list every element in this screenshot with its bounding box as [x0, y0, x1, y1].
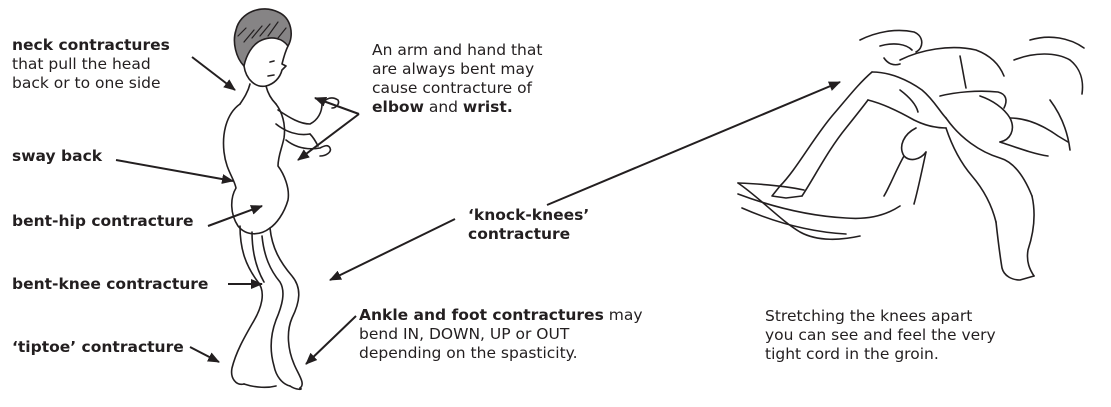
arrow-knock-knees-to-stretch [547, 82, 840, 205]
neck-contractures-label: neck contractures that pull the head bac… [12, 36, 170, 93]
arrow-neck [192, 57, 235, 90]
ankle-foot-text: Ankle and foot contractures may bend IN,… [359, 306, 643, 363]
bent-knee-label: bent-knee contracture [12, 275, 208, 294]
arrow-knock-knees-to-child [330, 219, 455, 280]
wrist-label: wrist. [463, 98, 513, 116]
knock-knees-label: ‘knock-knees’ contracture [468, 206, 589, 244]
arrow-ankle [306, 316, 356, 364]
stretching-caption: Stretching the knees apart you can see a… [765, 307, 996, 364]
arm-contracture-text: An arm and hand that are always bent may… [372, 41, 542, 117]
child-figure-drawing [224, 9, 339, 389]
sway-back-label: sway back [12, 147, 102, 166]
arrow-tiptoe [190, 347, 219, 362]
bent-hip-label: bent-hip contracture [12, 212, 194, 231]
neck-label-line2: that pull the head [12, 55, 151, 73]
arrow-sway-back [116, 160, 233, 181]
arrow-bent-hip [208, 206, 262, 226]
stretching-drawing [738, 30, 1084, 280]
neck-label-line3: back or to one side [12, 74, 161, 92]
elbow-label: elbow [372, 98, 424, 116]
tiptoe-label: ‘tiptoe’ contracture [12, 338, 184, 357]
neck-label-bold: neck contractures [12, 36, 170, 54]
